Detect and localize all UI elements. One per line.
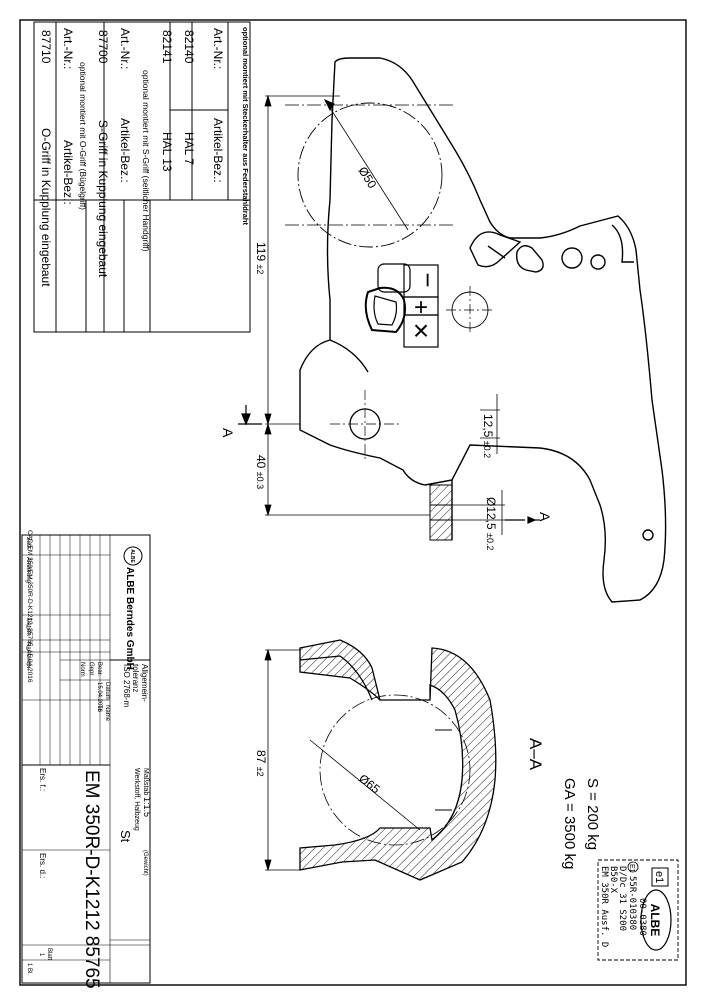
table-sgriff: optional montiert mit S-Griff (seitliche… bbox=[96, 28, 151, 278]
title-col-name: Name bbox=[104, 705, 110, 722]
table-ogriff-col-bez: Artikel-Bez.: bbox=[61, 140, 75, 205]
dia50-circle bbox=[285, 98, 455, 248]
dim-40-line bbox=[264, 422, 430, 517]
hatched-bore bbox=[429, 484, 453, 541]
section-markers bbox=[238, 405, 540, 524]
article-tables bbox=[33, 21, 251, 333]
load-s: S = 200 kg bbox=[584, 778, 601, 850]
dim-125-line bbox=[480, 394, 500, 454]
table-feder-col-bez: Artikel-Bez.: bbox=[211, 118, 225, 183]
control-cross-symbol: × bbox=[413, 315, 429, 346]
title-weight-label: (Gewicht) bbox=[142, 850, 148, 876]
table-ogriff: optional montiert mit O-Griff (Bügelgrif… bbox=[39, 28, 88, 287]
table-feder-heading: optional montiert mit Steckerhalter aus … bbox=[241, 27, 250, 225]
table-ogriff-row-bez: O-Griff in Kupplung eingebaut bbox=[39, 128, 53, 287]
table-feder-row2-art: 82141 bbox=[160, 30, 174, 64]
approval-stamp bbox=[597, 859, 679, 961]
title-row-name: Tr. bbox=[96, 705, 102, 712]
table-feder-row2-bez: HAL 13 bbox=[160, 132, 174, 172]
title-tol-2: toleranz bbox=[131, 664, 140, 692]
dim-125: 12,5 ±0.2 bbox=[481, 414, 495, 458]
stamp-line1: 00-0380 bbox=[637, 898, 647, 936]
title-col-datum: Datum bbox=[104, 682, 110, 700]
table-ogriff-col-art: Art.-Nr.: bbox=[61, 28, 75, 69]
stamp-line4: B50-X bbox=[608, 866, 618, 894]
table-ogriff-heading: optional montiert mit O-Griff (Bügelgrif… bbox=[78, 62, 88, 210]
title-material-value: St bbox=[118, 830, 133, 843]
rev-col-aenderung: Änderung bbox=[25, 557, 32, 583]
title-blatt-label: Blatt bbox=[46, 948, 52, 960]
table-sgriff-row-bez: S-Griff in Kupplung eingebaut bbox=[96, 120, 110, 278]
table-sgriff-col-art: Art.-Nr.: bbox=[118, 28, 132, 69]
table-sgriff-row-art: 87700 bbox=[96, 30, 110, 64]
title-ers-d: Ers. d.: bbox=[38, 853, 47, 878]
title-row-datum: 15.04.2016 bbox=[96, 682, 102, 713]
rev-col-datum: Datum bbox=[25, 618, 31, 636]
dim-dia65: Ø65 bbox=[356, 771, 383, 796]
title-company: ALBE Berndes GmbH bbox=[124, 567, 135, 670]
stamp-line3: D/Dc 31 S200 bbox=[617, 866, 627, 931]
section-marker-left: A bbox=[220, 428, 236, 438]
title-company-logo: ALBE bbox=[129, 549, 135, 563]
dim-dia50: Ø50 bbox=[355, 164, 379, 191]
rev-col-nam: Nam. bbox=[25, 642, 31, 657]
title-row-norm: Norm bbox=[79, 662, 85, 677]
section-marker-right: A bbox=[537, 512, 553, 522]
rev-col-urspr: Urspr. bbox=[25, 654, 31, 670]
title-blatt-value: 1 bbox=[38, 953, 44, 957]
title-tol-1: Allgemein- bbox=[140, 664, 149, 702]
title-material-label: Werkstoff, Halbzeug bbox=[133, 768, 140, 831]
table-feder-row1-bez: HAL 7 bbox=[182, 132, 196, 165]
title-block bbox=[21, 534, 151, 984]
coupling-main-view bbox=[299, 57, 667, 603]
dim-40: 40 ±0.3 bbox=[254, 455, 268, 489]
title-scale-label: Maßstab bbox=[142, 768, 149, 795]
title-scale-value: 1:1.5 bbox=[142, 797, 152, 817]
title-ers-f: Ers. f.: bbox=[38, 768, 47, 791]
stamp-logo: ALBE bbox=[648, 904, 662, 937]
section-aa-view bbox=[299, 639, 497, 881]
control-plus-symbol: + bbox=[414, 294, 428, 321]
dim-119: 119 ±2 bbox=[254, 242, 268, 274]
stamp-badge: e1 bbox=[653, 871, 665, 883]
stamp-line2: 55R-010380 bbox=[627, 876, 637, 930]
title-blatt-count: 1 Bl. bbox=[26, 963, 32, 975]
table-feder-col-art: Art.-Nr.: bbox=[211, 28, 225, 69]
dim-119-line bbox=[264, 94, 340, 426]
dim-87: 87 ±2 bbox=[254, 750, 268, 777]
main-hole bbox=[330, 390, 400, 460]
stamp-approval: E1 bbox=[628, 864, 635, 873]
rev-col-zust: Zust. bbox=[25, 537, 31, 551]
stamp-line5: EM 350R Ausf. D bbox=[599, 866, 609, 947]
cad-path: CAD/EM 350/EM 350R-D-K1212_85765_15.04.2… bbox=[26, 530, 33, 683]
sheet-border bbox=[19, 19, 687, 986]
dim-dia125-line bbox=[452, 490, 505, 535]
title-row-gepr: Gepr. bbox=[88, 662, 94, 677]
table-feder: optional montiert mit Steckerhalter aus … bbox=[160, 27, 250, 225]
control-panel bbox=[364, 263, 494, 348]
title-row-bear: Bear. bbox=[96, 662, 102, 676]
table-feder-row1-art: 82140 bbox=[182, 30, 196, 64]
title-tol-3: ISO 2768-m bbox=[122, 664, 131, 707]
control-minus-symbol: − bbox=[413, 272, 443, 287]
table-sgriff-col-bez: Artikel-Bez.: bbox=[118, 118, 132, 183]
section-aa-label: A–A bbox=[526, 738, 545, 771]
load-ga: GA = 3500 kg bbox=[561, 778, 578, 869]
table-sgriff-heading: optional montiert mit S-Griff (seitliche… bbox=[141, 70, 151, 252]
dim-dia125: Ø12,5 ±0.2 bbox=[484, 497, 498, 551]
title-drawing-no: EM 350R-D-K1212 85765 bbox=[81, 770, 102, 989]
table-ogriff-row-art: 87710 bbox=[39, 30, 53, 64]
dim-87-line bbox=[264, 648, 300, 872]
